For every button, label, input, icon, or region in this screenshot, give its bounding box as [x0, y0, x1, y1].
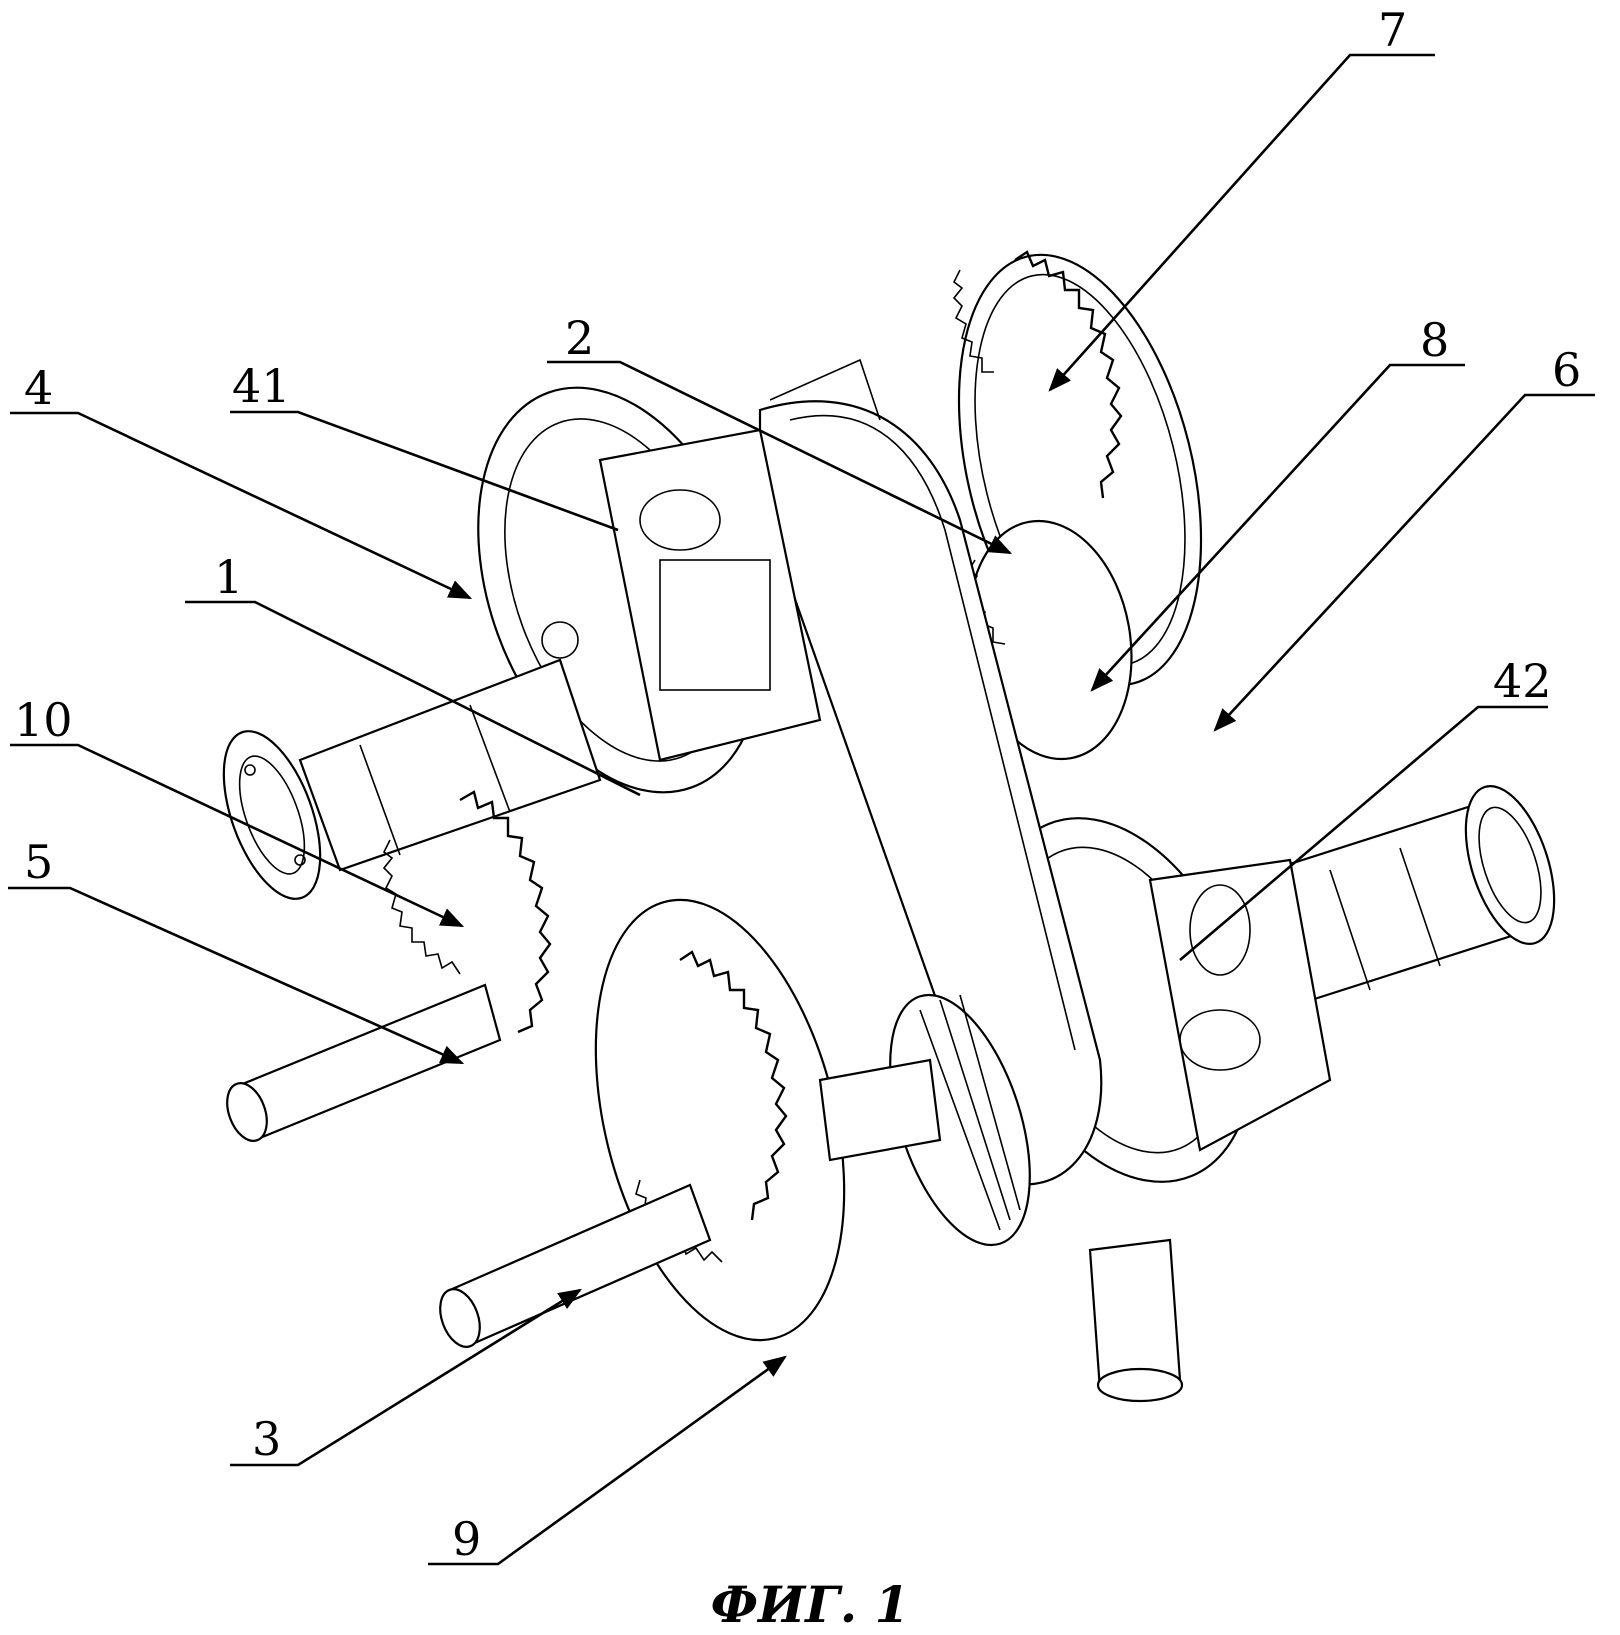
label-42: 42 — [1493, 654, 1552, 708]
rod-3 — [439, 1183, 712, 1348]
leader-7 — [1048, 53, 1435, 392]
right-housing — [986, 817, 1332, 1183]
right-shaft — [1238, 785, 1556, 1012]
reference-labels: 7 8 6 2 41 4 1 10 42 5 3 9 — [14, 3, 1581, 1566]
leader-41 — [230, 410, 619, 532]
label-41: 41 — [232, 359, 291, 413]
rod-5 — [226, 983, 502, 1142]
leader-1 — [185, 600, 641, 797]
left-shaft — [222, 658, 602, 900]
label-2: 2 — [565, 311, 594, 365]
leader-6 — [1213, 393, 1595, 732]
mechanism-drawing — [222, 250, 1556, 1403]
leader-2 — [547, 360, 1013, 555]
figure-caption: ФИГ. 1 — [711, 1575, 910, 1634]
gear-10 — [382, 790, 552, 1034]
leader-lines — [8, 53, 1595, 1566]
leader-4 — [10, 411, 473, 600]
label-3: 3 — [252, 1412, 281, 1466]
leader-8 — [1090, 363, 1465, 692]
gear-8 — [967, 519, 1133, 761]
label-4: 4 — [24, 361, 53, 415]
label-10: 10 — [14, 693, 73, 747]
leader-5 — [8, 886, 465, 1065]
belt-2 — [758, 358, 1103, 1186]
leader-10 — [10, 743, 465, 928]
lower-output — [818, 993, 1184, 1403]
label-6: 6 — [1552, 343, 1581, 397]
leader-42 — [1179, 705, 1548, 961]
label-1: 1 — [214, 550, 243, 604]
label-8: 8 — [1420, 313, 1449, 367]
label-5: 5 — [24, 835, 53, 889]
label-9: 9 — [452, 1512, 481, 1566]
leader-9 — [428, 1355, 787, 1566]
leader-3 — [230, 1288, 582, 1467]
label-7: 7 — [1378, 3, 1407, 57]
